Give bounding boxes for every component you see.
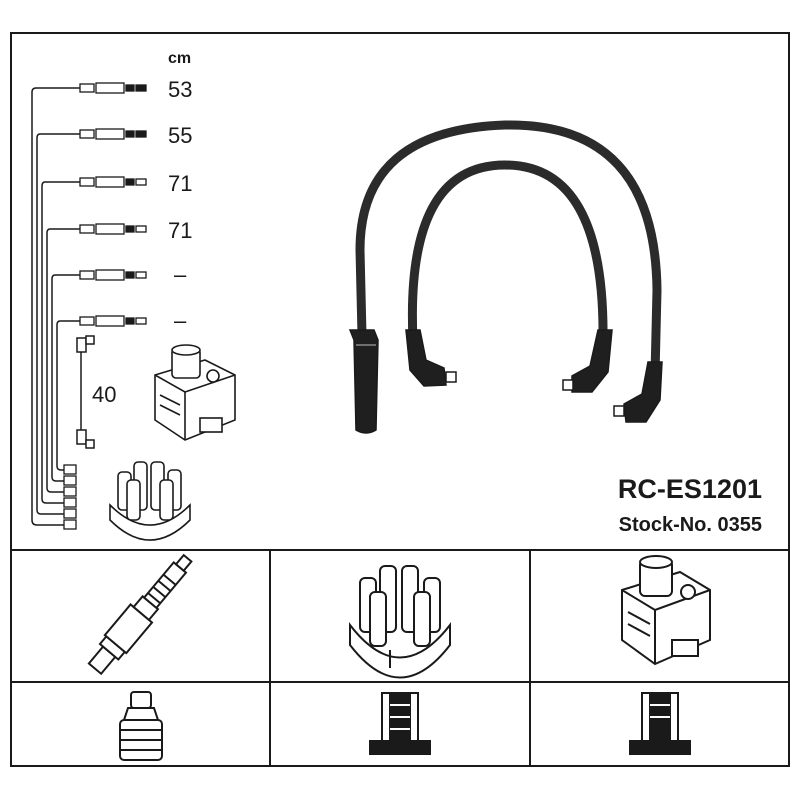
spark-plug-icon <box>87 553 193 676</box>
stock-number: Stock-No. 0355 <box>619 514 762 536</box>
angled-boot-3 <box>613 361 663 423</box>
cable-long <box>355 120 662 380</box>
ignition-coil-small-icon <box>154 344 236 441</box>
straight-boot <box>348 329 379 434</box>
unit-label: cm <box>168 50 191 67</box>
lead-6-length: – <box>174 308 187 333</box>
lead-wiring <box>31 87 80 526</box>
distributor-terminal-icon <box>369 692 431 755</box>
lead-connectors <box>63 82 147 530</box>
coil-lead <box>76 335 95 449</box>
angled-boot-1 <box>405 329 457 387</box>
lead-3-connector <box>79 176 147 188</box>
cable-short <box>407 160 608 345</box>
lead-4-length: 71 <box>168 218 192 243</box>
angled-boot-2 <box>562 329 613 393</box>
lead-5-connector <box>79 269 147 281</box>
spark-plug-boot-icon <box>119 691 163 761</box>
lead-2-connector <box>79 128 147 140</box>
coil-terminal-icon <box>629 692 691 755</box>
distributor-cap-small-icon <box>109 461 191 541</box>
lead-3-length: 71 <box>168 171 192 196</box>
coil-lead-length: 40 <box>92 382 116 407</box>
grid-lines <box>10 32 790 767</box>
lead-4-connector <box>79 223 147 235</box>
ignition-cables <box>355 120 662 380</box>
distributor-cap-icon <box>349 565 451 679</box>
lead-1-connector <box>79 82 147 94</box>
lead-6-connector <box>79 315 147 327</box>
ignition-coil-icon <box>621 555 711 666</box>
lead-2-length: 55 <box>168 123 192 148</box>
part-number: RC-ES1201 <box>618 474 762 504</box>
lead-1-length: 53 <box>168 77 192 102</box>
lead-5-length: – <box>174 262 187 287</box>
